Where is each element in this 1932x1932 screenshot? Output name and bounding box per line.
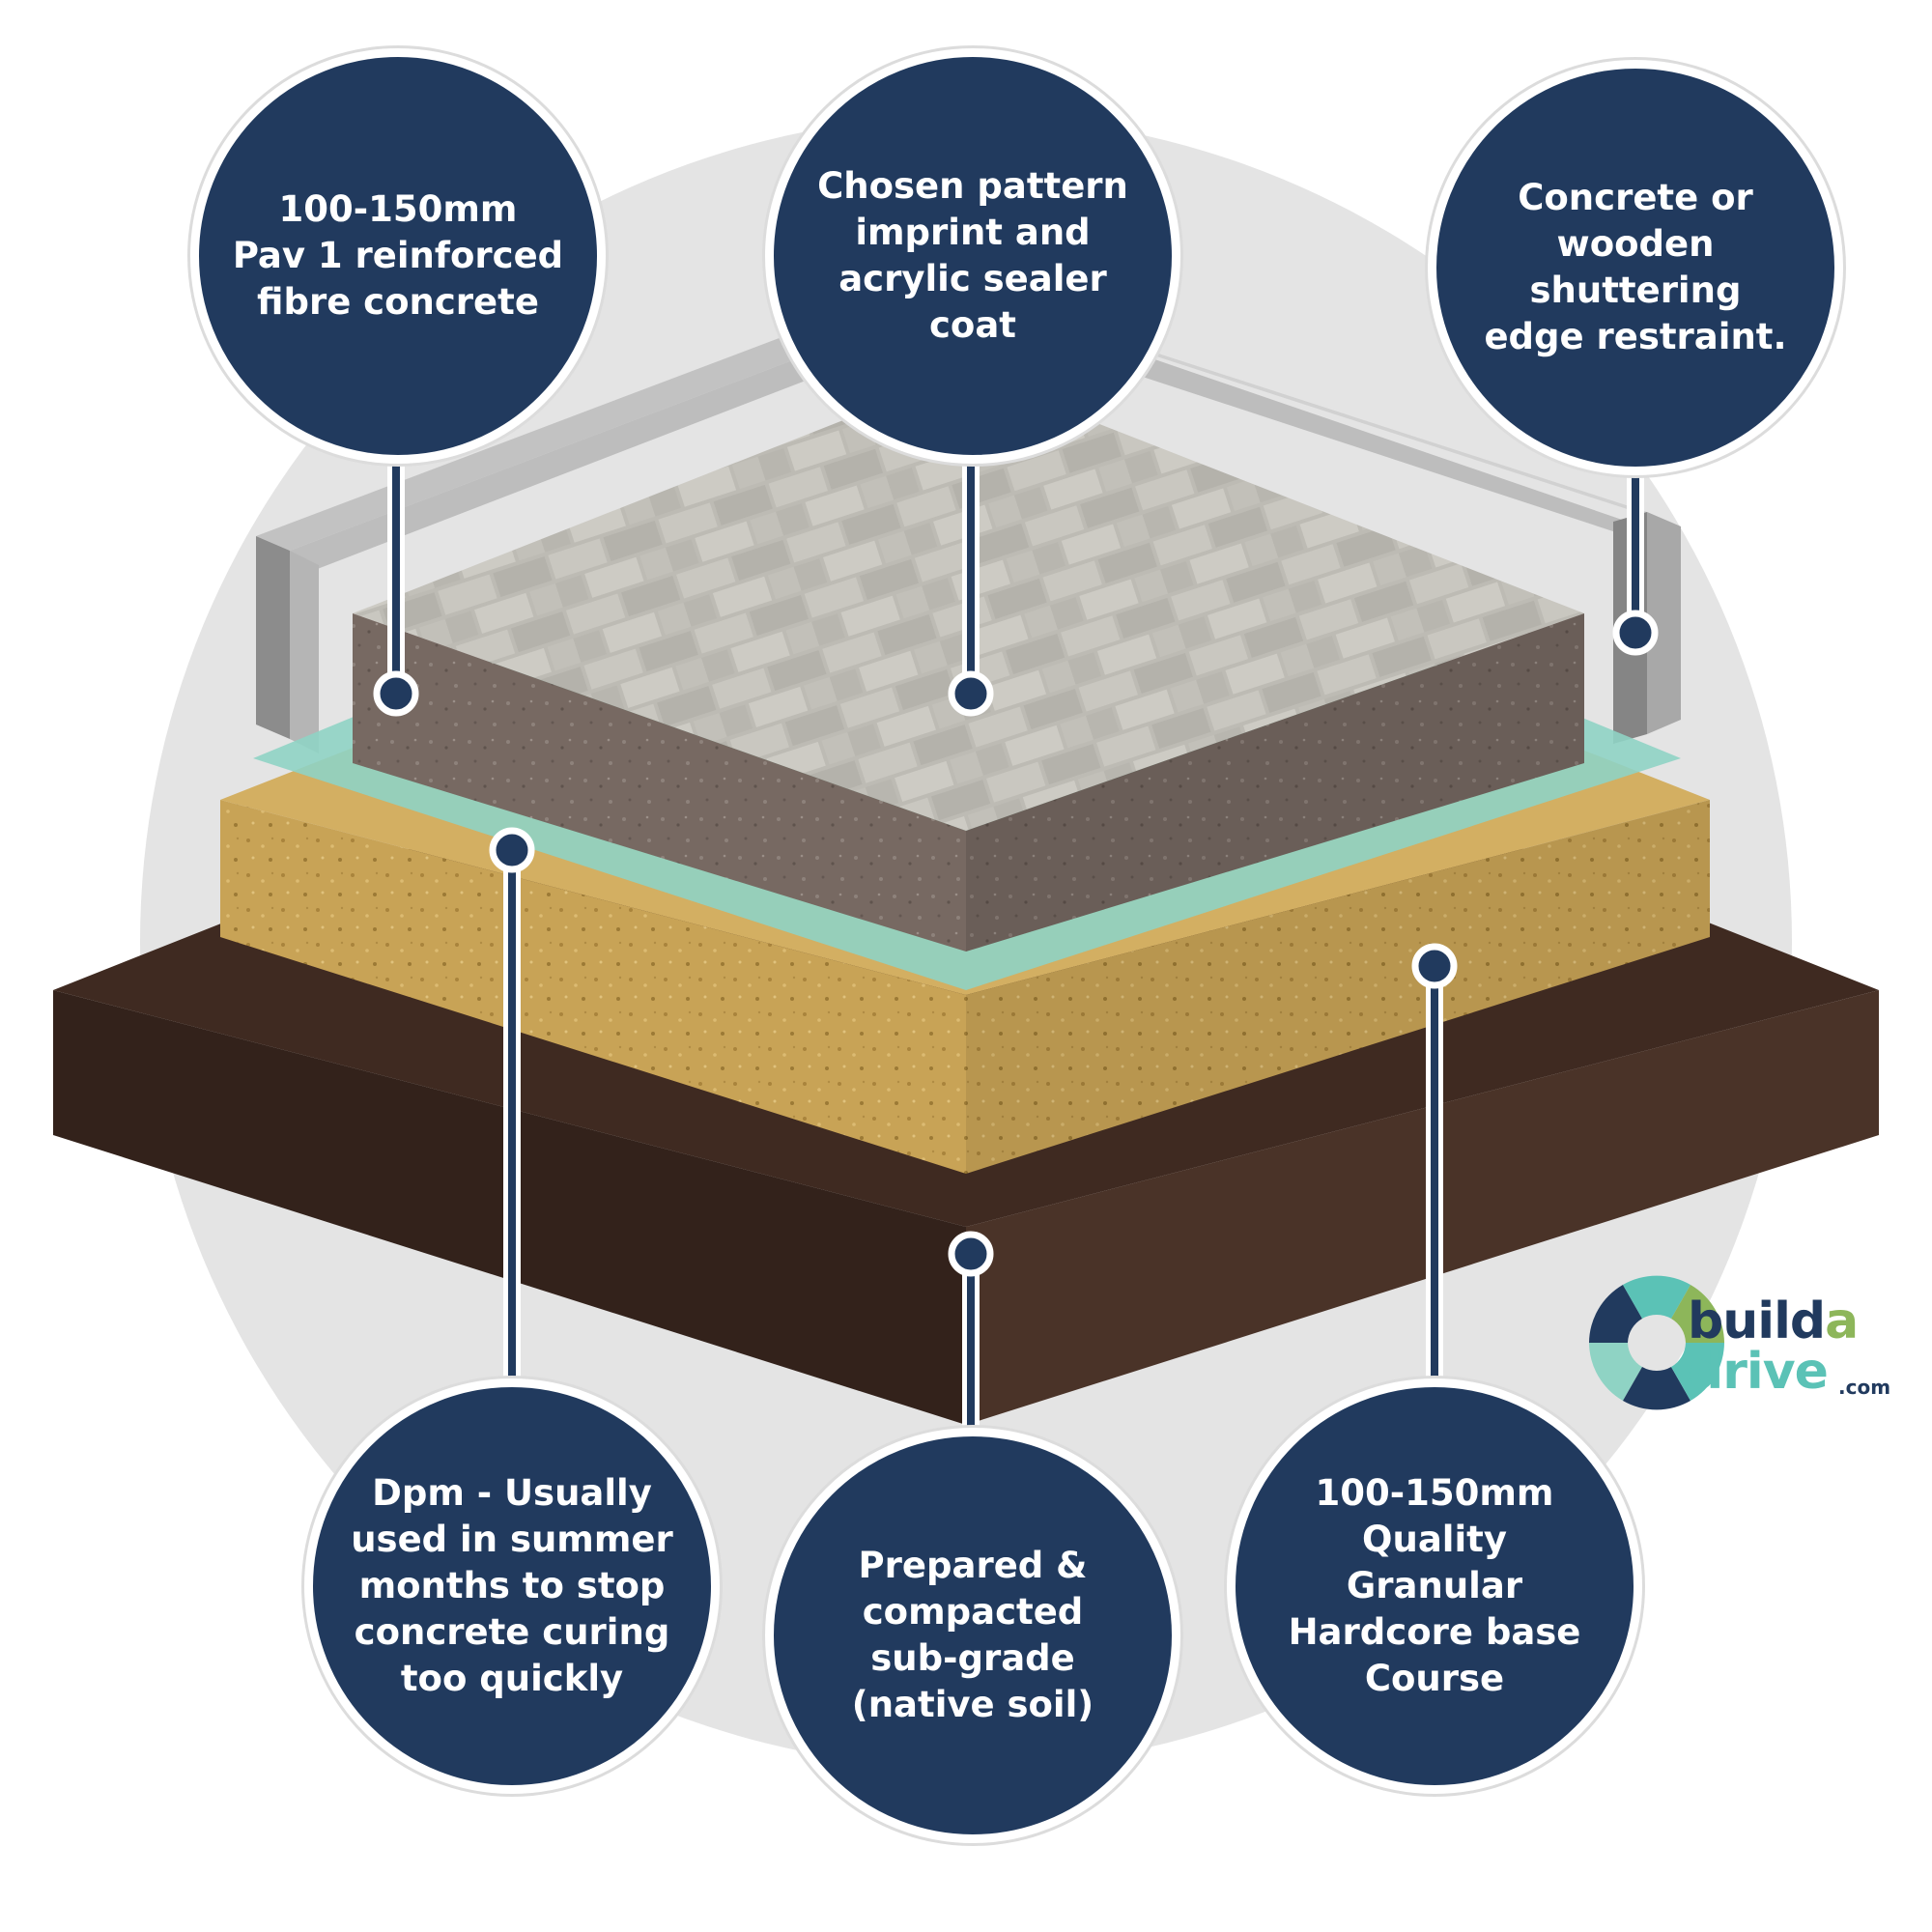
connector-dot-sealer — [948, 670, 994, 717]
callout-shuttering: Concrete or wooden shuttering edge restr… — [1428, 60, 1843, 475]
logo-build-text: build — [1688, 1293, 1826, 1350]
buildadrive-logo: builda drive .com — [1579, 1256, 1908, 1430]
connector-dot-hardcore — [1411, 943, 1458, 989]
connector-dot-shuttering — [1612, 610, 1659, 656]
connector-dot-concrete — [373, 670, 419, 717]
callout-text-concrete: 100-150mm Pav 1 reinforced fibre concret… — [232, 188, 564, 323]
connector-dot-subgrade — [948, 1231, 994, 1277]
callout-text-sealer: Chosen pattern imprint and acrylic seale… — [817, 165, 1128, 346]
logo-ring-icon — [1589, 1275, 1724, 1410]
connector-dot-dpm — [489, 827, 535, 873]
logo-suffix: .com — [1838, 1376, 1891, 1399]
callout-concrete: 100-150mm Pav 1 reinforced fibre concret… — [190, 48, 606, 464]
callout-text-hardcore: 100-150mm Quality Granular Hardcore base… — [1288, 1472, 1581, 1699]
callout-subgrade: Prepared & compacted sub-grade (native s… — [765, 1428, 1180, 1843]
logo-a-text: a — [1825, 1293, 1859, 1350]
logo-word-build: builda — [1688, 1293, 1859, 1350]
callout-dpm: Dpm - Usually used in summer months to s… — [304, 1378, 720, 1794]
logo-word-drive: drive — [1688, 1343, 1829, 1401]
callout-text-subgrade: Prepared & compacted sub-grade (native s… — [851, 1545, 1094, 1725]
callout-sealer: Chosen pattern imprint and acrylic seale… — [765, 48, 1180, 464]
callout-hardcore: 100-150mm Quality Granular Hardcore base… — [1227, 1378, 1642, 1794]
callout-text-dpm: Dpm - Usually used in summer months to s… — [351, 1472, 673, 1699]
callout-text-shuttering: Concrete or wooden shuttering edge restr… — [1484, 177, 1787, 357]
